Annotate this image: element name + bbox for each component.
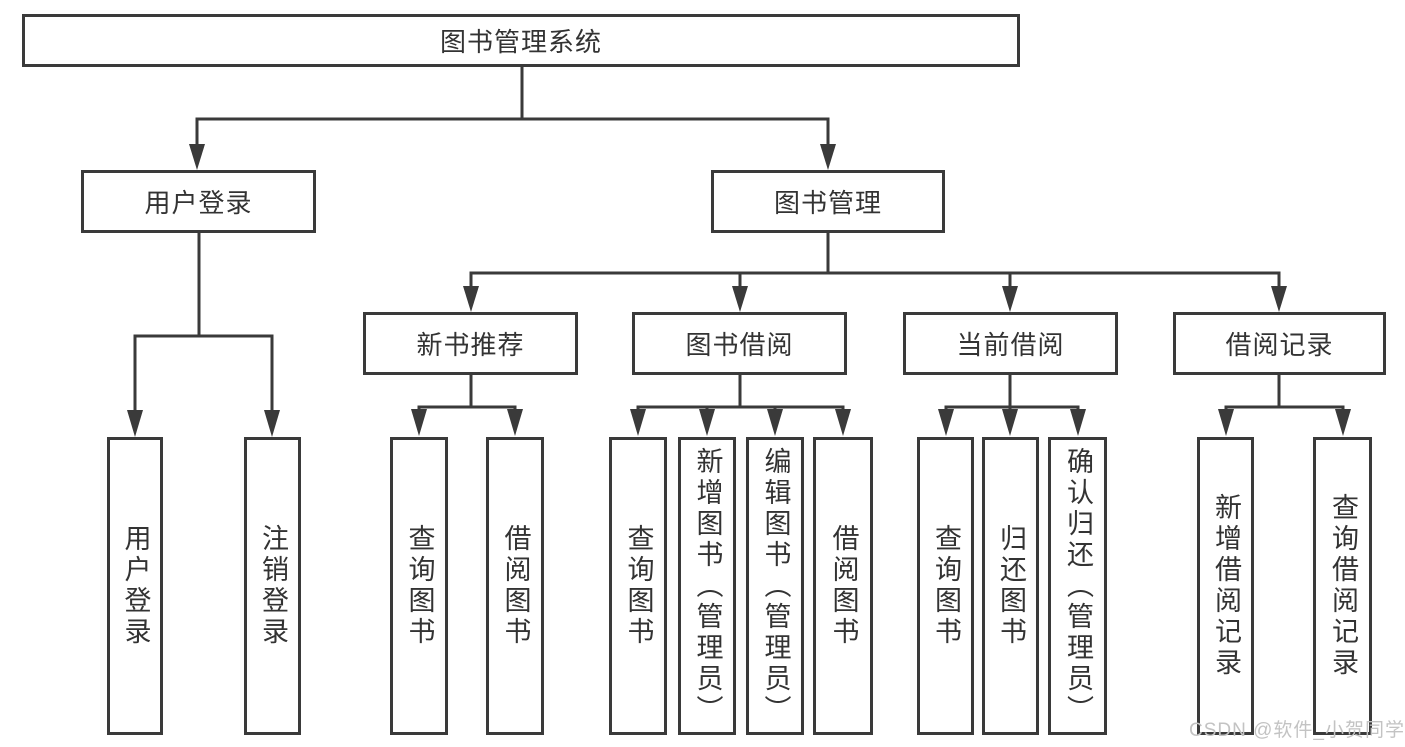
connector-records-to-leaves xyxy=(1218,375,1351,436)
arrowhead xyxy=(1002,286,1018,312)
node-user-login: 用户登录 xyxy=(81,170,316,233)
arrowhead xyxy=(127,410,143,437)
leaf-return-book-label: 归还图书 xyxy=(996,524,1026,648)
arrowhead xyxy=(835,409,851,436)
connector-root-rail xyxy=(195,117,830,145)
leaf-logout-label: 注销登录 xyxy=(258,524,288,648)
leaf-query-books-borrow: 查询图书 xyxy=(609,437,667,735)
connector-login-rail xyxy=(133,334,274,411)
leaf-query-books-current-label: 查询图书 xyxy=(931,524,961,648)
arrowhead xyxy=(1070,409,1086,436)
leaf-query-books-current: 查询图书 xyxy=(917,437,974,735)
connector-bookmgr-to-level3 xyxy=(463,233,1287,312)
arrowhead xyxy=(507,409,523,436)
arrowhead xyxy=(463,286,479,312)
connector-records-rail xyxy=(1224,405,1345,410)
connector-borrow-rail xyxy=(636,405,845,410)
arrowhead xyxy=(938,409,954,436)
arrowhead xyxy=(767,409,783,436)
connector-login-to-leaves xyxy=(127,233,280,437)
csdn-watermark: CSDN @软件_小贺同学 xyxy=(1189,720,1405,741)
leaf-add-book-admin-label: 新增图书（管理员） xyxy=(692,446,723,726)
connector-recommend-to-leaves xyxy=(411,375,523,436)
arrowhead xyxy=(411,409,427,436)
connector-recommend-rail xyxy=(417,405,517,410)
arrowhead xyxy=(1271,286,1287,312)
connector-borrow-to-leaves xyxy=(630,375,851,436)
leaf-add-borrow-record: 新增借阅记录 xyxy=(1197,437,1254,735)
leaf-confirm-return-admin: 确认归还（管理员） xyxy=(1048,437,1107,735)
arrowhead xyxy=(820,144,836,170)
connector-bookmgr-rail xyxy=(469,271,1281,287)
node-user-login-label: 用户登录 xyxy=(144,188,253,218)
leaf-query-books-recommend: 查询图书 xyxy=(390,437,448,735)
leaf-add-borrow-record-label: 新增借阅记录 xyxy=(1211,493,1241,679)
node-borrow-records: 借阅记录 xyxy=(1173,312,1386,375)
node-borrow-records-label: 借阅记录 xyxy=(1225,330,1334,360)
node-new-book-recommend: 新书推荐 xyxy=(363,312,578,375)
node-book-management-label: 图书管理 xyxy=(773,188,882,218)
leaf-borrow-books: 借阅图书 xyxy=(813,437,873,735)
arrowhead xyxy=(1002,409,1018,436)
leaf-query-books-borrow-label: 查询图书 xyxy=(623,524,654,648)
leaf-query-books-recommend-label: 查询图书 xyxy=(404,524,435,648)
leaf-query-borrow-record-label: 查询借阅记录 xyxy=(1328,493,1358,679)
connector-current-to-leaves xyxy=(938,375,1086,436)
node-current-borrow: 当前借阅 xyxy=(903,312,1118,375)
leaf-add-book-admin: 新增图书（管理员） xyxy=(678,437,736,735)
connector-current-rail xyxy=(944,405,1080,410)
leaf-borrow-books-recommend: 借阅图书 xyxy=(486,437,544,735)
arrowhead xyxy=(630,409,646,436)
node-book-borrow: 图书借阅 xyxy=(632,312,847,375)
leaf-return-book: 归还图书 xyxy=(982,437,1039,735)
leaf-borrow-books-recommend-label: 借阅图书 xyxy=(500,524,531,648)
arrowhead xyxy=(189,144,205,170)
leaf-edit-book-admin: 编辑图书（管理员） xyxy=(746,437,804,735)
leaf-user-login-label: 用户登录 xyxy=(120,524,151,648)
leaf-borrow-books-label: 借阅图书 xyxy=(828,524,859,648)
leaf-query-borrow-record: 查询借阅记录 xyxy=(1313,437,1372,735)
node-new-book-recommend-label: 新书推荐 xyxy=(416,330,525,360)
node-root-label: 图书管理系统 xyxy=(439,27,602,57)
leaf-logout: 注销登录 xyxy=(244,437,301,735)
leaf-edit-book-admin-label: 编辑图书（管理员） xyxy=(760,446,791,726)
arrowhead xyxy=(1218,409,1234,436)
arrowhead xyxy=(264,410,280,437)
leaf-confirm-return-admin-label: 确认归还（管理员） xyxy=(1063,446,1093,726)
arrowhead xyxy=(699,409,715,436)
arrowhead xyxy=(1335,409,1351,436)
node-current-borrow-label: 当前借阅 xyxy=(956,330,1065,360)
connector-root-to-level2 xyxy=(189,67,836,170)
leaf-user-login: 用户登录 xyxy=(107,437,163,735)
arrowhead xyxy=(732,286,748,312)
node-root: 图书管理系统 xyxy=(22,14,1020,67)
node-book-borrow-label: 图书借阅 xyxy=(685,330,794,360)
node-book-management: 图书管理 xyxy=(711,170,945,233)
